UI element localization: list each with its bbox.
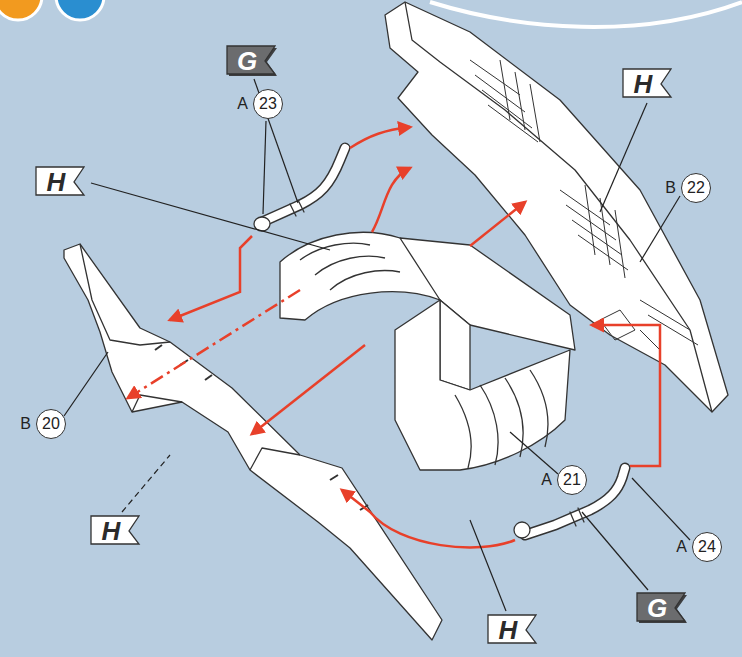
- flag-marker: H: [35, 166, 87, 198]
- flag-marker: H: [622, 68, 674, 100]
- callout-number: 20: [36, 409, 66, 439]
- part-letter: B: [665, 179, 676, 197]
- part-letter: A: [676, 538, 687, 556]
- leader-line: [64, 79, 690, 611]
- flag-letter: H: [487, 614, 539, 646]
- rail-part: [64, 244, 442, 640]
- callout: A 21: [541, 465, 587, 495]
- part-letter: A: [237, 95, 248, 113]
- flag-letter: G: [636, 592, 688, 624]
- callout: A 23: [237, 89, 283, 119]
- callout: B 20: [20, 409, 66, 439]
- flag-marker: H: [90, 515, 142, 547]
- callout-number: 22: [681, 173, 711, 203]
- flag-letter: G: [226, 45, 278, 77]
- hose-part: [254, 148, 345, 231]
- callout: A 24: [676, 532, 722, 562]
- flag-letter: H: [35, 166, 87, 198]
- decor-curve: [430, 2, 742, 27]
- assembly-arrow: [128, 127, 660, 547]
- callout: B 22: [665, 173, 711, 203]
- callout-number: 23: [253, 89, 283, 119]
- flag-marker: G: [226, 45, 278, 77]
- callout-number: 21: [557, 465, 587, 495]
- icon: [0, 0, 42, 20]
- icon: [56, 0, 104, 20]
- flag-letter: H: [90, 515, 142, 547]
- callout-number: 24: [692, 532, 722, 562]
- flag-marker: G: [636, 592, 688, 624]
- part-letter: B: [20, 415, 31, 433]
- part-letter: A: [541, 471, 552, 489]
- floor-part: [280, 232, 575, 470]
- flag-letter: H: [622, 68, 674, 100]
- flag-marker: H: [487, 614, 539, 646]
